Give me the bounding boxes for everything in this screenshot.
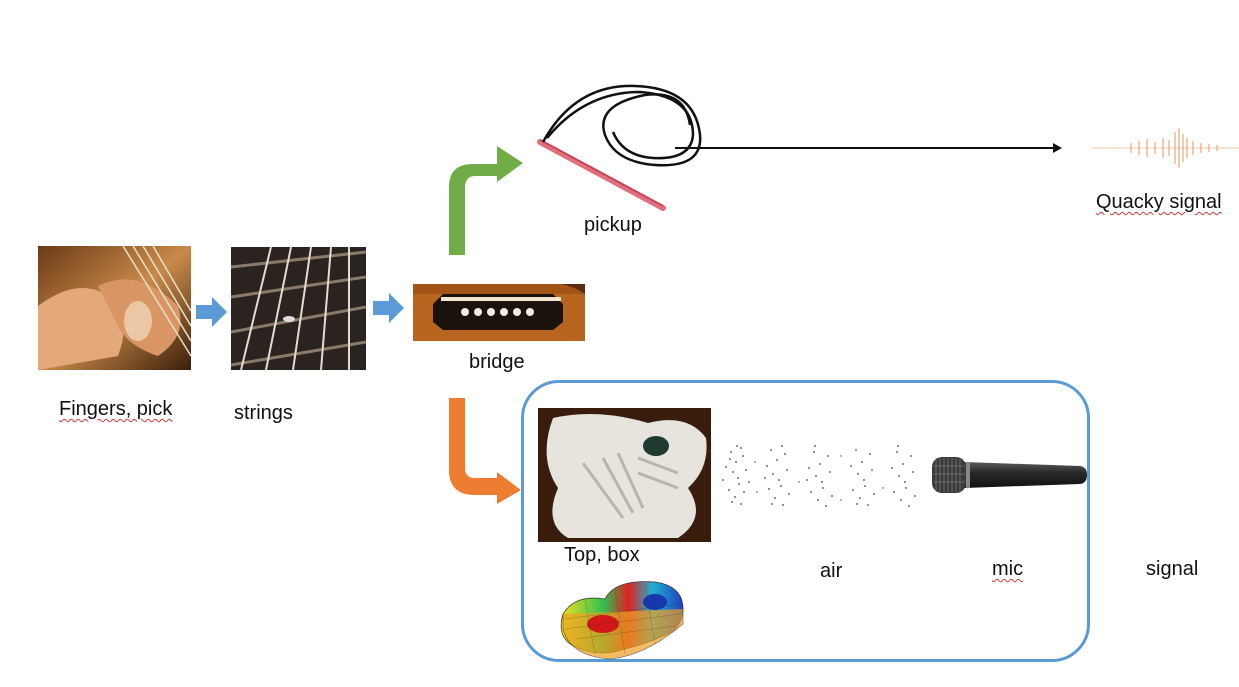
air-pressure-waves-image xyxy=(711,442,921,510)
top-box-photo xyxy=(538,408,711,542)
arrow-right-icon xyxy=(373,293,404,323)
arrow-right-icon xyxy=(196,297,227,327)
mic-label: mic xyxy=(992,558,1024,580)
air-label: air xyxy=(820,560,843,582)
fingers-pick-label: Fingers, pick xyxy=(59,398,173,420)
pickup-label: pickup xyxy=(584,214,642,236)
top-box-label: Top, box xyxy=(564,544,640,566)
acoustic-path-arrow-icon xyxy=(449,398,521,504)
pickup-path-arrow-icon xyxy=(449,146,523,255)
strings-label: strings xyxy=(234,402,293,424)
strings-photo xyxy=(231,247,366,370)
microphone-icon xyxy=(932,457,1087,493)
bridge-photo xyxy=(413,284,585,341)
quacky-signal-label: Quacky signal xyxy=(1096,191,1222,213)
pickup-coil-icon xyxy=(537,84,1062,211)
signal-label: signal xyxy=(1146,558,1199,580)
fingers-pick-photo xyxy=(38,246,191,370)
guitar-body-mode-shape-image xyxy=(560,581,684,660)
signal-waveform xyxy=(1095,453,1239,497)
quacky-signal-waveform xyxy=(1091,128,1239,168)
acoustic-path-box xyxy=(521,380,1090,662)
bridge-label: bridge xyxy=(469,351,525,373)
